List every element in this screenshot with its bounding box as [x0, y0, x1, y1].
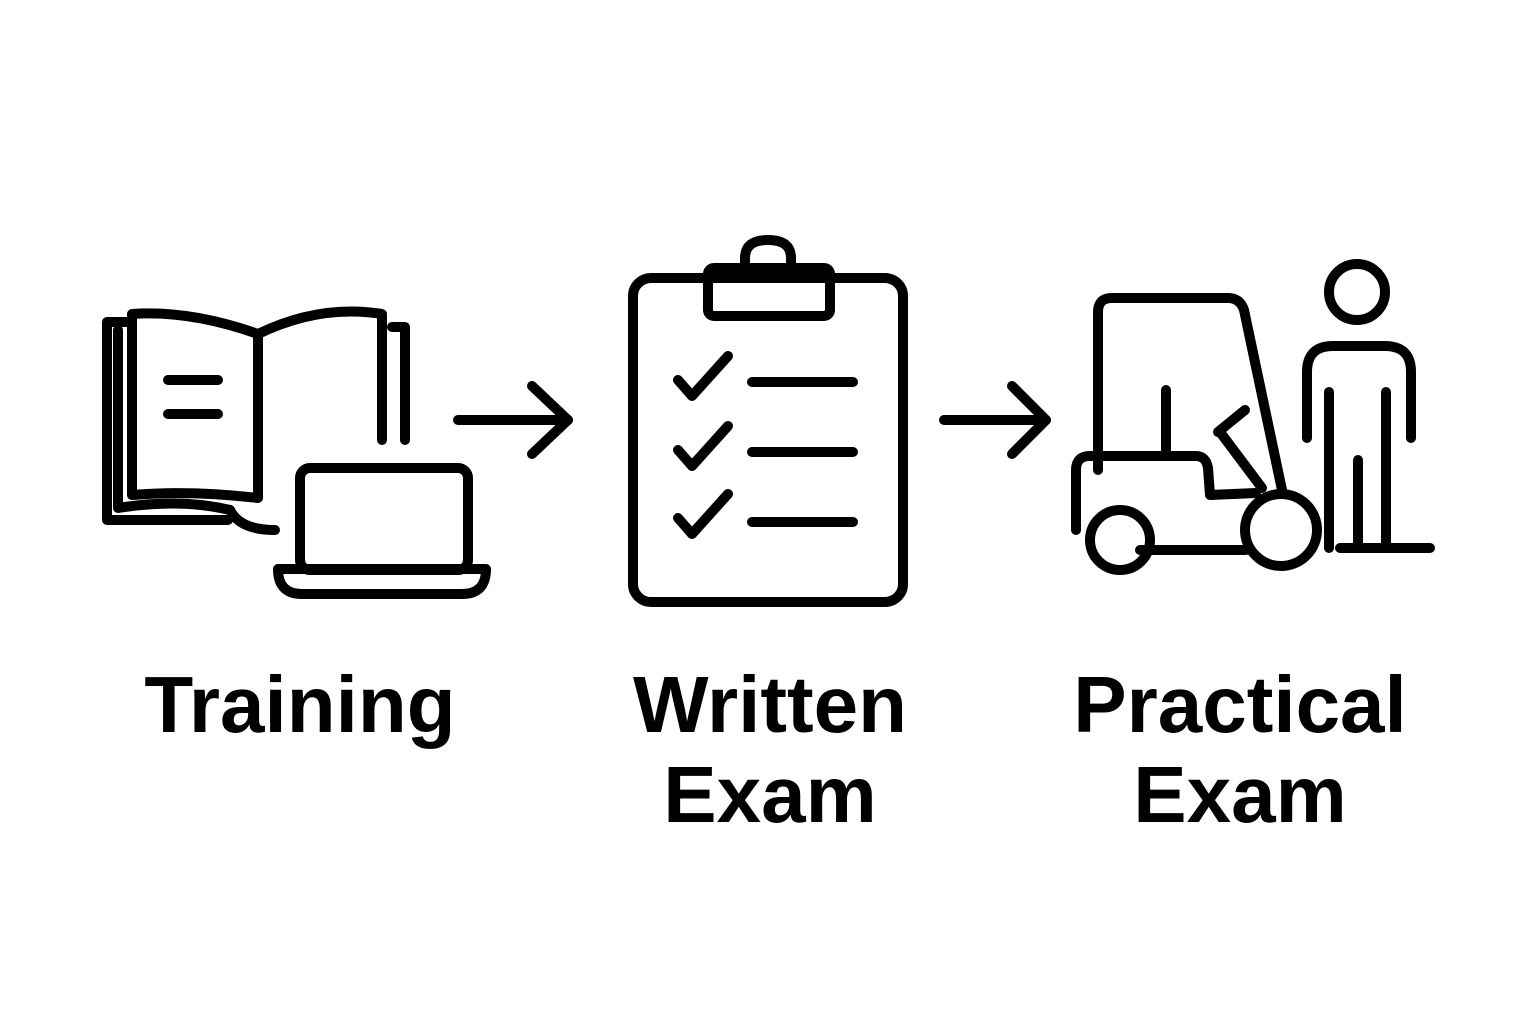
clipboard-board	[628, 273, 908, 607]
label-line: Written	[632, 660, 908, 749]
step-label-training: Training	[120, 660, 480, 750]
label-line: Training	[144, 660, 456, 749]
book-page-right	[253, 306, 387, 445]
forklift-wheel-rear	[1240, 489, 1322, 571]
clipboard-clip	[703, 263, 835, 321]
label-line: Exam	[1133, 750, 1347, 839]
check-icon	[673, 421, 733, 471]
person-head	[1324, 259, 1390, 325]
laptop-screen	[295, 463, 473, 575]
book-back-right	[387, 322, 410, 445]
label-line: Exam	[663, 750, 877, 839]
person-body	[1302, 341, 1416, 443]
book-back-left	[102, 317, 233, 525]
check-icon	[673, 351, 733, 401]
label-line: Practical	[1073, 660, 1407, 749]
forklift-wheel-front	[1085, 505, 1155, 575]
forklift-body	[1071, 451, 1261, 555]
check-icon	[673, 489, 733, 539]
forklift-cab	[1093, 293, 1287, 495]
book-page-left	[127, 308, 263, 503]
clipboard-ring	[740, 235, 796, 273]
laptop-base	[273, 564, 491, 599]
step-label-practical-exam: Practical Exam	[1040, 660, 1440, 840]
step-label-written-exam: Written Exam	[590, 660, 950, 840]
